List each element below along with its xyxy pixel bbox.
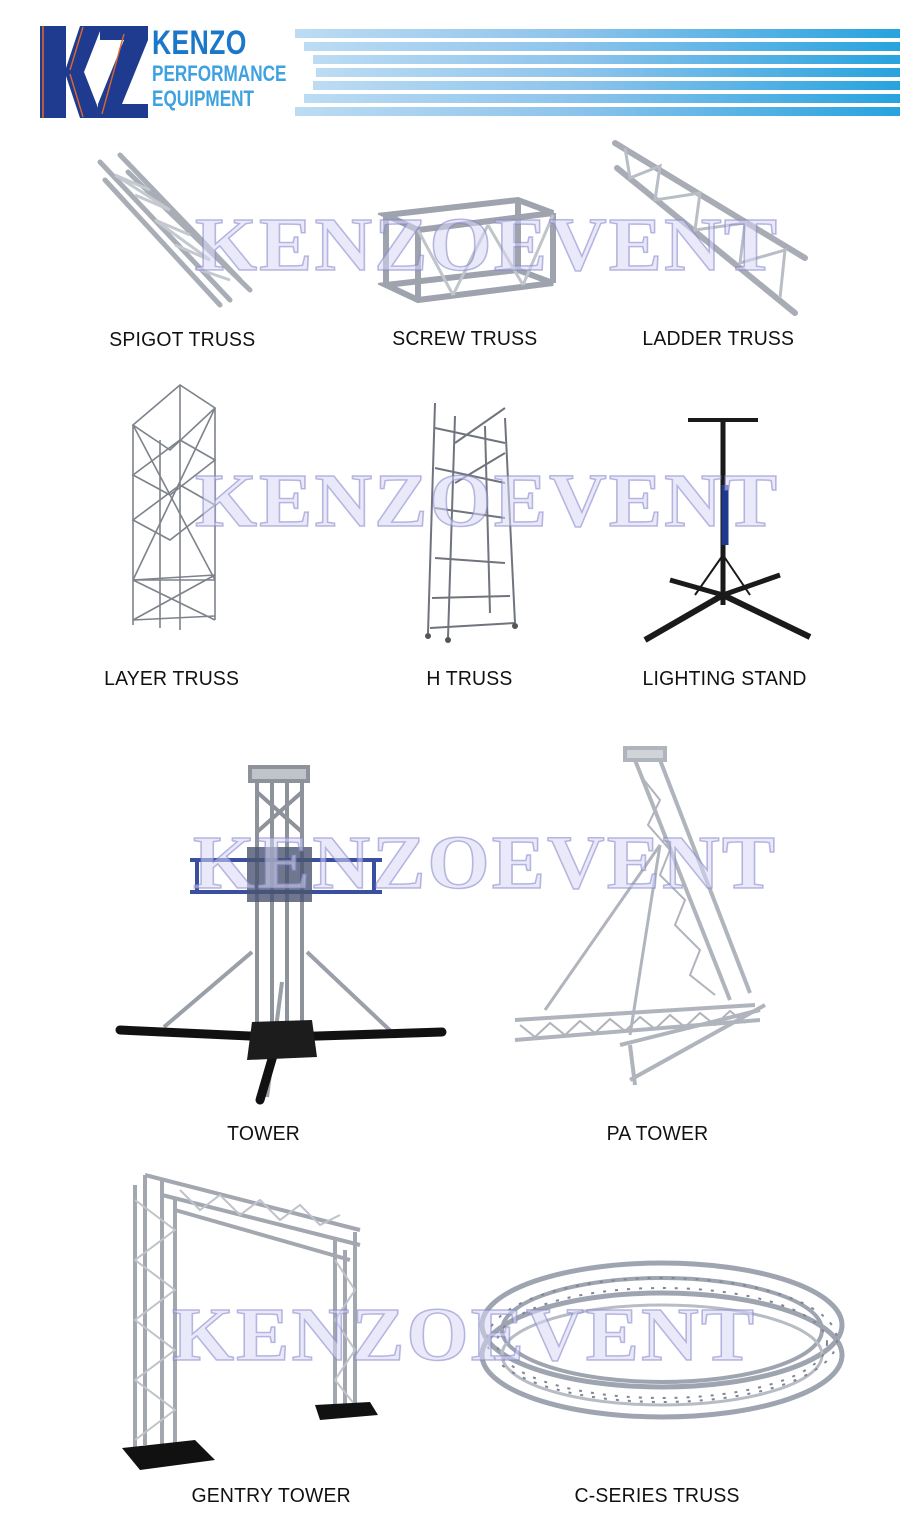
h-truss-image xyxy=(425,402,518,643)
product-label: LIGHTING STAND xyxy=(642,668,807,690)
product-label: C-SERIES TRUSS xyxy=(574,1485,740,1507)
decorative-stripes xyxy=(292,29,900,119)
gentry-tower-image xyxy=(122,1173,378,1470)
pa-tower-image xyxy=(514,746,766,1086)
product-tower[interactable] xyxy=(112,762,452,1112)
stripe xyxy=(304,42,900,51)
product-label: GENTRY TOWER xyxy=(191,1485,351,1507)
product-ladder-truss[interactable] xyxy=(605,138,830,323)
brand-wordmark: KENZO PERFORMANCE EQUIPMENT xyxy=(152,26,286,110)
product-label: TOWER xyxy=(227,1123,300,1145)
stripe xyxy=(313,55,900,64)
product-label: LADDER TRUSS xyxy=(642,328,795,350)
stripe xyxy=(295,107,900,116)
stripe xyxy=(313,81,900,90)
ladder-truss-image xyxy=(612,140,808,316)
stripe xyxy=(295,29,900,38)
product-gentry-tower[interactable] xyxy=(120,1170,380,1475)
product-h-truss[interactable] xyxy=(420,398,525,643)
product-label: LAYER TRUSS xyxy=(104,668,240,690)
product-label: PA TOWER xyxy=(606,1123,709,1145)
tower-image xyxy=(115,765,447,1105)
product-label: SCREW TRUSS xyxy=(392,328,538,350)
stripe xyxy=(316,68,900,77)
lighting-stand-image xyxy=(643,418,812,643)
product-label: H TRUSS xyxy=(426,668,513,690)
product-spigot-truss[interactable] xyxy=(90,150,270,315)
product-lighting-stand[interactable] xyxy=(640,405,815,645)
screw-truss-image xyxy=(378,196,556,304)
layer-truss-image xyxy=(131,384,217,630)
product-screw-truss[interactable] xyxy=(378,185,558,310)
header-banner: KENZO PERFORMANCE EQUIPMENT xyxy=(0,0,900,130)
product-c-series-truss[interactable] xyxy=(475,1255,850,1420)
product-layer-truss[interactable] xyxy=(125,380,220,635)
brand-name: KENZO xyxy=(152,24,247,62)
brand-tagline-line1: PERFORMANCE xyxy=(152,61,287,86)
stripe xyxy=(304,94,900,103)
product-pa-tower[interactable] xyxy=(510,745,775,1090)
spigot-truss-image xyxy=(97,152,253,308)
kz-monogram-logo xyxy=(40,26,148,118)
c-series-truss-image xyxy=(479,1260,845,1420)
product-label: SPIGOT TRUSS xyxy=(109,329,256,351)
brand-tagline-line2: EQUIPMENT xyxy=(152,86,255,111)
